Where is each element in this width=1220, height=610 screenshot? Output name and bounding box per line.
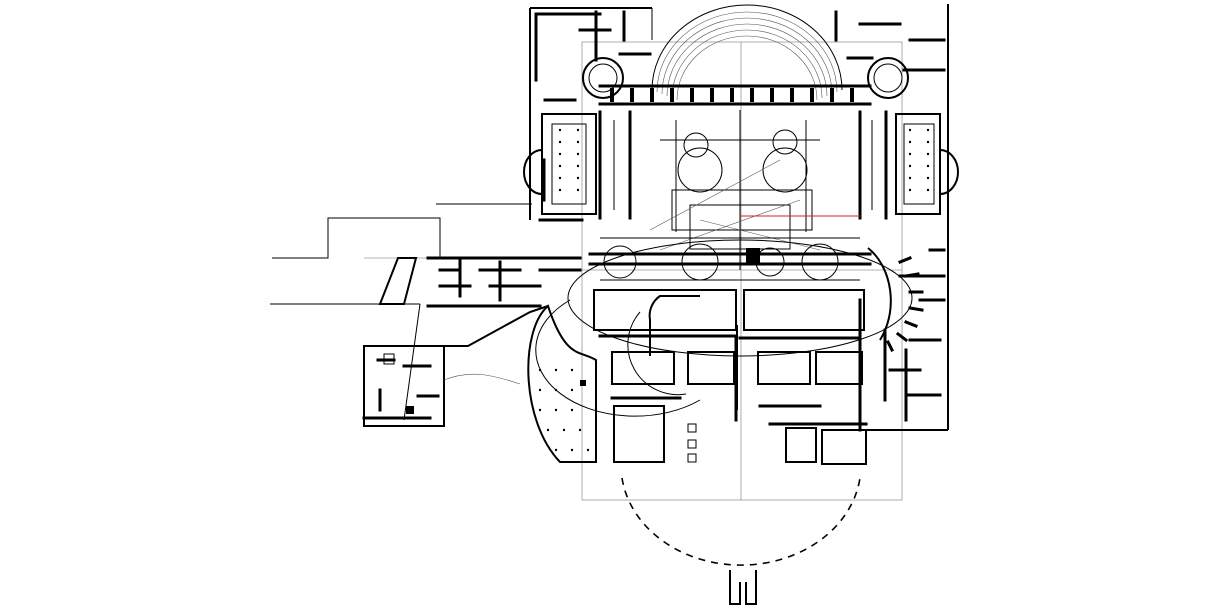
west-lower-block: [362, 305, 549, 427]
east-wing: [858, 110, 959, 220]
north-arch: [651, 4, 843, 101]
west-wing: [523, 110, 632, 220]
corner-rotundas: [582, 57, 909, 99]
elliptical-plaza: [567, 239, 913, 357]
north-colonnade: [598, 84, 872, 106]
dotted-terrace: [527, 304, 597, 463]
west-entrance-wing: [270, 203, 582, 421]
main-corridor: [588, 237, 872, 281]
wing-column-dots: [558, 128, 930, 192]
south-rooms: [593, 289, 868, 465]
south-dashed-circle: [621, 477, 861, 605]
south-curved-walls: [535, 295, 701, 417]
east-seating-arc: [867, 247, 924, 353]
main-building-outline: [529, 4, 949, 431]
small-blocks: [383, 353, 586, 414]
right-hall-partitions: [538, 10, 946, 422]
